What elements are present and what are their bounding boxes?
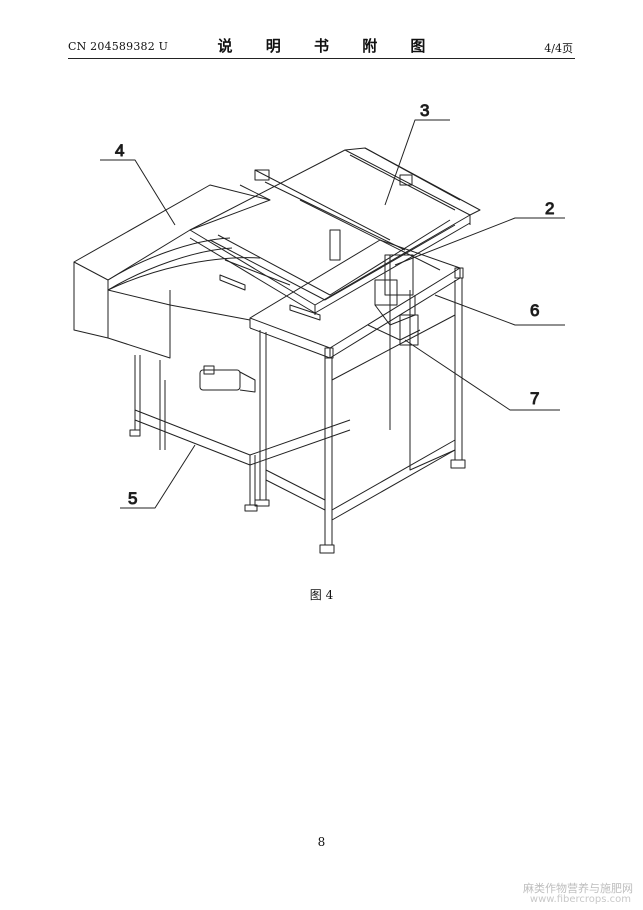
main-frame xyxy=(249,239,466,554)
gantry-rails xyxy=(209,147,461,321)
machine-drawing-svg: 3 4 2 6 7 5 xyxy=(73,101,565,554)
patent-drawing: 3 4 2 6 7 5 xyxy=(60,90,580,570)
label-3: 3 xyxy=(420,101,429,120)
label-4: 4 xyxy=(115,141,124,160)
figure-caption: 图 4 xyxy=(309,588,334,602)
watermark-en: www.fibercrops.com xyxy=(529,894,631,905)
left-frame xyxy=(129,355,351,512)
page-reference: 4/4页 xyxy=(544,42,573,55)
header-rule xyxy=(68,58,575,59)
gantry xyxy=(189,147,481,315)
reference-numerals: 3 4 2 6 7 5 xyxy=(100,101,565,509)
motor xyxy=(199,365,256,393)
label-6: 6 xyxy=(530,301,539,320)
page-number: 8 xyxy=(317,835,326,849)
label-5: 5 xyxy=(128,489,137,508)
chute-assembly xyxy=(73,184,271,359)
watermark-cn: 麻类作物营养与施肥网 xyxy=(523,882,633,895)
page-title: 说 明 书 附 图 xyxy=(217,37,440,55)
publication-number: CN 204589382 U xyxy=(68,40,169,53)
label-2: 2 xyxy=(545,199,554,218)
carriage xyxy=(329,229,421,346)
label-7: 7 xyxy=(530,389,539,408)
